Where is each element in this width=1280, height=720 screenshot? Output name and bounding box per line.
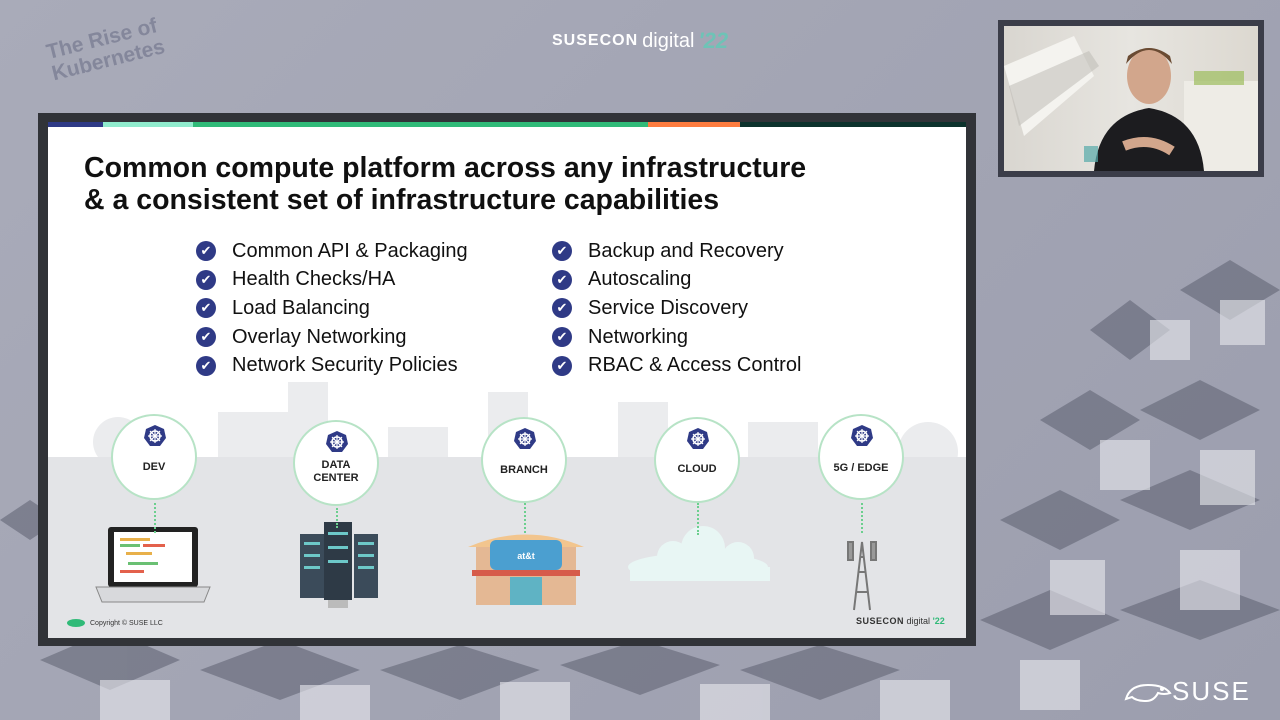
checkmark-icon: ✔ xyxy=(196,298,216,319)
checkmark-icon: ✔ xyxy=(552,355,572,376)
connector-line xyxy=(524,503,526,533)
feature-item: ✔Network Security Policies xyxy=(196,351,526,380)
laptop-icon xyxy=(95,527,211,603)
node-label: DATA xyxy=(321,459,351,471)
feature-list-left: ✔Common API & Packaging ✔Health Checks/H… xyxy=(196,237,526,380)
feature-item: ✔Backup and Recovery xyxy=(552,237,882,266)
event-brand: SUSECON digital '22 xyxy=(552,28,728,54)
cloud-icon xyxy=(628,526,770,581)
brand-suse: SUSECON xyxy=(552,32,639,49)
feature-item: ✔Service Discovery xyxy=(552,294,882,323)
feature-item: ✔Load Balancing xyxy=(196,294,526,323)
kubernetes-icon xyxy=(851,425,873,446)
city-skyline: at&t xyxy=(48,382,966,638)
cell-tower-icon xyxy=(847,541,877,611)
slide-footer-brand: SUSECON digital '22 xyxy=(856,616,945,626)
suse-chameleon-icon xyxy=(1124,683,1172,702)
presenter-video xyxy=(1004,36,1258,171)
suse-chameleon-icon xyxy=(67,619,85,627)
checkmark-icon: ✔ xyxy=(552,327,572,348)
feature-item: ✔Overlay Networking xyxy=(196,323,526,352)
connector-line xyxy=(336,508,338,528)
checkmark-icon: ✔ xyxy=(196,355,216,376)
branch-logo: at&t xyxy=(517,551,535,561)
checkmark-icon: ✔ xyxy=(552,298,572,319)
node-label: BRANCH xyxy=(500,464,548,476)
footer-brand-suse: SUSECON xyxy=(856,616,905,626)
server-rack-icon xyxy=(300,522,378,608)
feature-item: ✔RBAC & Access Control xyxy=(552,351,882,380)
presentation-slide: Common compute platform across any infra… xyxy=(38,113,976,646)
node-dev: DEV xyxy=(111,414,197,500)
suse-logo: SUSE xyxy=(1124,676,1251,707)
kubernetes-icon xyxy=(326,431,348,452)
node-label: CLOUD xyxy=(677,463,717,475)
feature-item: ✔Autoscaling xyxy=(552,266,882,295)
slide-title-line2: & a consistent set of infrastructure cap… xyxy=(84,184,720,216)
node-label: 5G / EDGE xyxy=(833,462,889,474)
node-cloud: CLOUD xyxy=(654,417,740,503)
slide-title-line1: Common compute platform across any infra… xyxy=(84,152,807,184)
node-label-line2: CENTER xyxy=(313,472,359,484)
branch-store-icon: at&t xyxy=(468,534,584,605)
feature-list-right: ✔Backup and Recovery ✔Autoscaling ✔Servi… xyxy=(552,237,882,380)
node-label: DEV xyxy=(142,461,166,473)
suse-logo-text: SUSE xyxy=(1172,676,1251,706)
brand-year: '22 xyxy=(698,28,729,53)
footer-brand-digital: digital xyxy=(906,616,931,626)
checkmark-icon: ✔ xyxy=(196,269,216,290)
kubernetes-icon xyxy=(144,425,166,446)
checkmark-icon: ✔ xyxy=(196,241,216,262)
kubernetes-icon xyxy=(514,428,536,449)
connector-line xyxy=(697,503,699,535)
node-5g-edge: 5G / EDGE xyxy=(818,414,904,500)
connector-line xyxy=(154,503,156,533)
kubernetes-icon xyxy=(687,428,709,449)
brand-digital: digital xyxy=(642,29,695,52)
slide-color-bar xyxy=(48,122,966,127)
copyright: Copyright © SUSE LLC xyxy=(66,618,163,628)
feature-item: ✔Common API & Packaging xyxy=(196,237,526,266)
feature-item: ✔Health Checks/HA xyxy=(196,266,526,295)
webcam-feed xyxy=(998,20,1264,177)
checkmark-icon: ✔ xyxy=(196,327,216,348)
connector-line xyxy=(861,503,863,533)
copyright-text: Copyright © SUSE LLC xyxy=(90,619,163,627)
node-branch: BRANCH xyxy=(481,417,567,503)
feature-item: ✔Networking xyxy=(552,323,882,352)
checkmark-icon: ✔ xyxy=(552,269,572,290)
slide-title: Common compute platform across any infra… xyxy=(84,152,806,216)
footer-brand-year: '22 xyxy=(932,616,945,626)
checkmark-icon: ✔ xyxy=(552,241,572,262)
